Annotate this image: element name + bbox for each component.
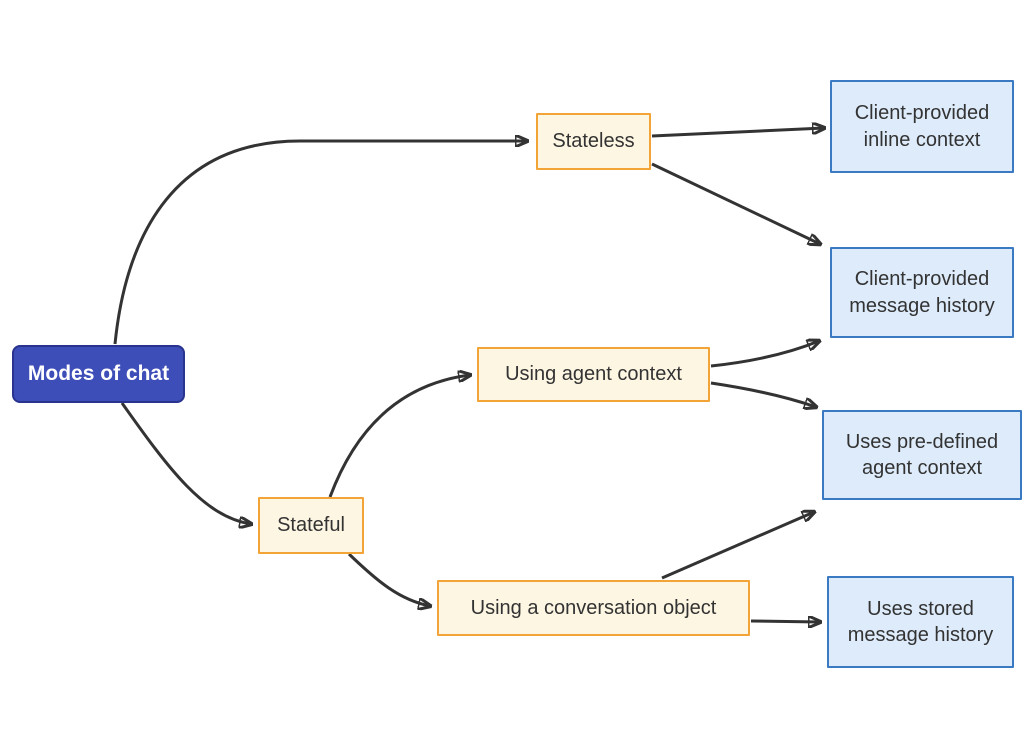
edge-agent-context-message-history (710, 341, 819, 368)
node-uses-pre-defined-agent-context: Uses pre-defined agent context (822, 410, 1022, 500)
edge-conversation-predefined-context (661, 512, 814, 580)
node-label: Using a conversation object (470, 596, 717, 619)
node-stateless: Stateless (536, 113, 651, 170)
node-client-provided-message-history: Client-provided message history (830, 247, 1014, 338)
node-label: Stateful (277, 514, 345, 537)
node-label: Modes of chat (27, 362, 170, 386)
node-label: Using agent context (505, 363, 682, 386)
node-label: Stateless (552, 130, 635, 153)
node-using-a-conversation-object: Using a conversation object (437, 580, 750, 636)
node-modes-of-chat: Modes of chat (12, 345, 185, 403)
edge-root-stateless (113, 141, 527, 345)
node-label: Uses pre-defined agent context (845, 430, 999, 479)
edge-stateful-conversation (347, 552, 430, 606)
edge-stateless-inline-context (651, 128, 824, 138)
edge-stateful-agent-context (328, 375, 470, 498)
node-label: Client-provided message history (849, 268, 995, 317)
node-using-agent-context: Using agent context (477, 347, 710, 402)
edge-conversation-stored-history (750, 621, 820, 622)
edge-root-stateful (120, 402, 251, 524)
node-stateful: Stateful (258, 497, 364, 554)
node-label: Client-provided inline context (854, 102, 990, 151)
node-uses-stored-message-history: Uses stored message history (827, 576, 1014, 668)
edge-agent-context-predefined-context (710, 381, 816, 407)
edge-stateless-message-history (651, 162, 820, 244)
node-client-provided-inline-context: Client-provided inline context (830, 80, 1014, 173)
node-label: Uses stored message history (847, 597, 994, 646)
